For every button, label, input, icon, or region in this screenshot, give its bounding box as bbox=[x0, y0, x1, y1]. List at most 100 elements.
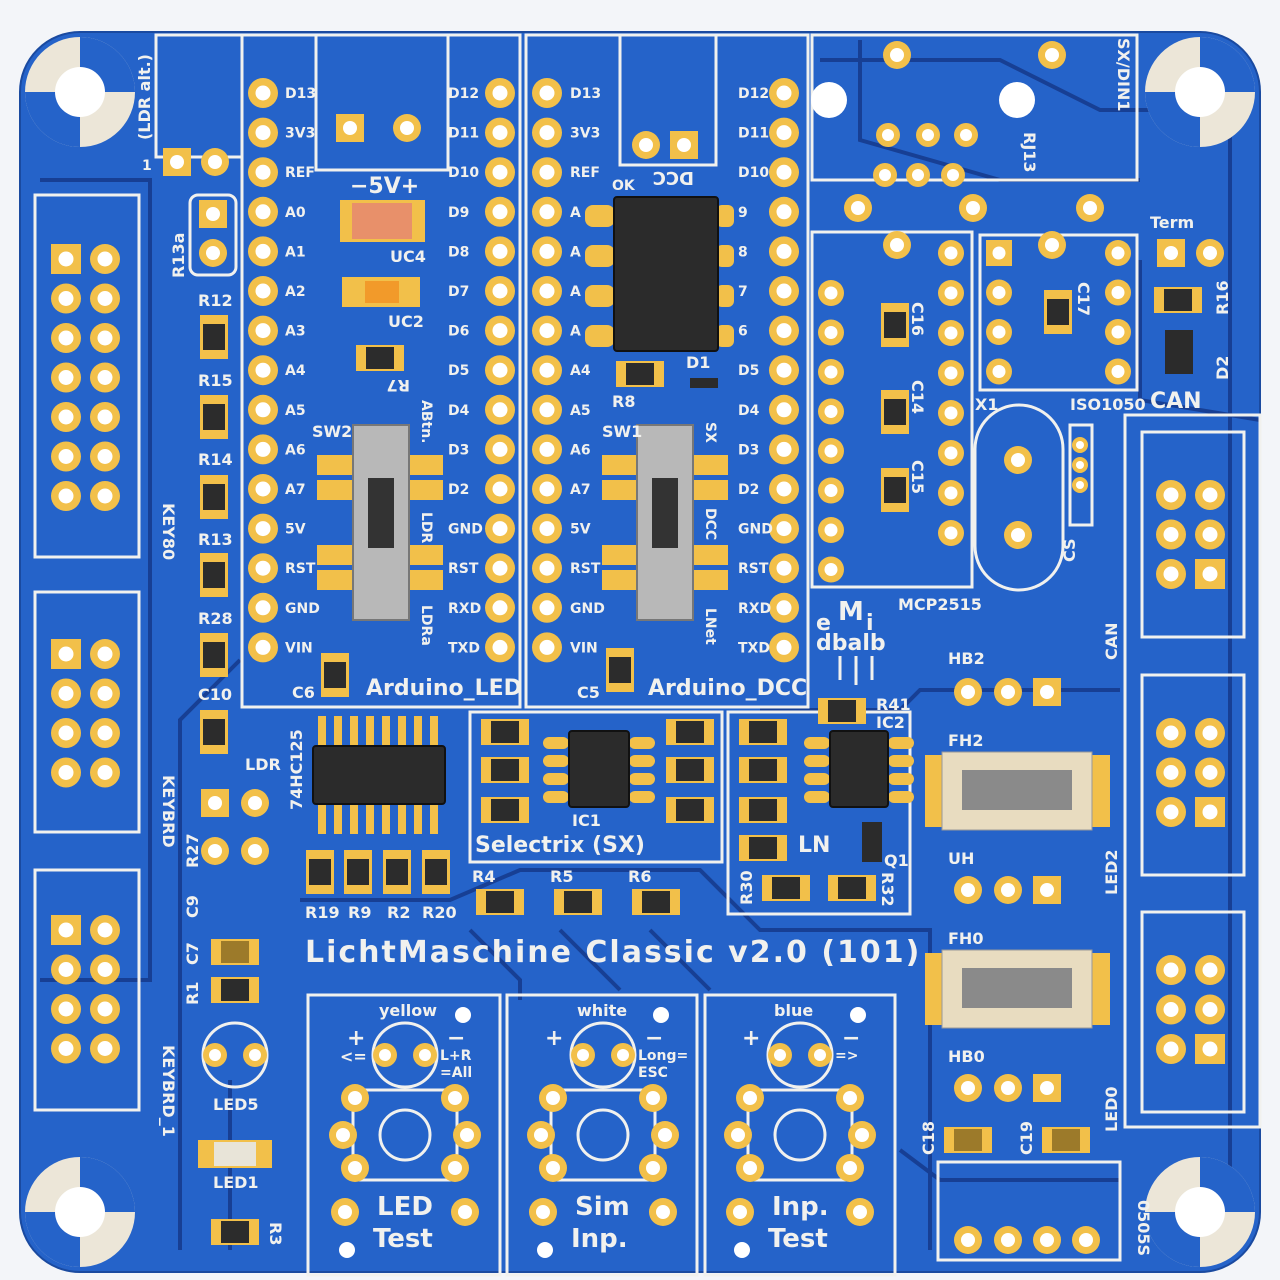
uh-label: UH bbox=[948, 849, 974, 868]
button-color-label: yellow bbox=[379, 1001, 437, 1020]
drill-hole bbox=[97, 1041, 113, 1056]
drill-hole bbox=[1163, 1041, 1179, 1057]
fuse-fh0 bbox=[925, 949, 1110, 1029]
drill-hole bbox=[97, 922, 113, 938]
drill-hole bbox=[458, 1205, 472, 1219]
drill-hole bbox=[348, 1161, 362, 1175]
drill-hole bbox=[58, 646, 74, 662]
drill-hole bbox=[492, 560, 508, 576]
push-button-blue[interactable]: blue+−=>Inp.Test bbox=[724, 1001, 876, 1258]
drill-hole bbox=[922, 129, 934, 141]
pin-label: D12 bbox=[738, 86, 769, 102]
drill-hole bbox=[776, 323, 792, 339]
ic-lead bbox=[382, 804, 390, 834]
drill-hole bbox=[58, 488, 74, 504]
pin-label: TXD bbox=[448, 640, 480, 656]
drill-hole bbox=[944, 406, 958, 420]
drill-hole bbox=[944, 366, 958, 380]
sw2-label: SW2 bbox=[312, 422, 352, 441]
drill-hole bbox=[492, 85, 508, 101]
pin-label: D10 bbox=[738, 165, 769, 181]
drill-hole bbox=[539, 85, 555, 101]
drill-hole bbox=[743, 1091, 757, 1105]
ic-lead bbox=[585, 285, 615, 307]
drill-hole bbox=[776, 441, 792, 457]
sw2-knob[interactable] bbox=[368, 478, 394, 548]
r16-label: R16 bbox=[1213, 280, 1232, 315]
rj-hole bbox=[811, 82, 847, 118]
drill-hole bbox=[824, 484, 838, 497]
ic-lead bbox=[414, 716, 422, 746]
ldr-alt-label: (LDR alt.) bbox=[135, 54, 154, 140]
5v-power-label: −5V+ bbox=[350, 174, 419, 199]
pin-label: A7 bbox=[285, 482, 306, 498]
ic-lead bbox=[543, 791, 569, 803]
c9-label: C9 bbox=[183, 895, 202, 918]
smd-resistor bbox=[491, 721, 519, 743]
drill-hole bbox=[255, 560, 271, 576]
pin-label: RXD bbox=[738, 601, 771, 617]
keybrd1-label: KEYBRD_1 bbox=[159, 1045, 178, 1137]
drill-hole bbox=[947, 169, 959, 181]
switch-lead bbox=[692, 480, 728, 500]
button-color-label: blue bbox=[774, 1001, 813, 1020]
drill-hole bbox=[677, 138, 691, 152]
drill-hole bbox=[58, 1041, 74, 1056]
drill-hole bbox=[1163, 527, 1179, 542]
drill-hole bbox=[97, 488, 113, 504]
ic-lead bbox=[382, 716, 390, 746]
drill-hole bbox=[492, 521, 508, 537]
drill-hole bbox=[206, 207, 220, 221]
button-right-label: Long= bbox=[638, 1048, 688, 1064]
smd-resistor bbox=[642, 891, 670, 913]
drill-hole bbox=[824, 523, 838, 537]
pin-label: RST bbox=[285, 561, 316, 577]
ic1-chip bbox=[568, 730, 630, 808]
ic-lead bbox=[629, 773, 655, 785]
pin-label: REF bbox=[570, 165, 600, 181]
drill-hole bbox=[379, 1049, 391, 1061]
switch-lead bbox=[407, 545, 443, 565]
switch-lead bbox=[692, 545, 728, 565]
pin-label: D5 bbox=[738, 363, 759, 379]
ic-lead bbox=[585, 205, 615, 227]
sw1-knob[interactable] bbox=[652, 478, 678, 548]
led0-label: LED0 bbox=[1102, 1086, 1121, 1132]
0505s-label: 0505S bbox=[1134, 1200, 1153, 1256]
pin-label: REF bbox=[285, 165, 315, 181]
drill-hole bbox=[539, 521, 555, 537]
drill-hole bbox=[539, 204, 555, 220]
via-hole bbox=[537, 1242, 553, 1258]
switch-lead bbox=[602, 570, 638, 590]
drill-hole bbox=[539, 639, 555, 655]
drill-hole bbox=[97, 725, 113, 741]
drill-hole bbox=[492, 481, 508, 497]
d2-label: D2 bbox=[1213, 356, 1232, 380]
c16-label: C16 bbox=[908, 302, 927, 336]
button-label-line1: Sim bbox=[575, 1192, 630, 1222]
ok-label: OK bbox=[612, 178, 636, 194]
led1-body bbox=[214, 1142, 256, 1166]
drill-hole bbox=[539, 402, 555, 418]
smd-resistor bbox=[425, 859, 447, 885]
drill-hole bbox=[539, 362, 555, 378]
led-plus-label: + bbox=[347, 1026, 365, 1051]
drill-hole bbox=[58, 725, 74, 741]
drill-hole bbox=[1202, 962, 1218, 978]
sx-switch-label: SX bbox=[702, 422, 718, 443]
drill-hole bbox=[248, 844, 262, 858]
drill-hole bbox=[992, 286, 1006, 299]
drill-hole bbox=[776, 125, 792, 141]
drill-hole bbox=[209, 1049, 221, 1061]
pin-label: A5 bbox=[285, 403, 306, 419]
drill-hole bbox=[776, 204, 792, 220]
cs-jumper-outline bbox=[1068, 423, 1094, 527]
drill-hole bbox=[1040, 685, 1054, 699]
fuse-fh2 bbox=[925, 751, 1110, 831]
drill-hole bbox=[944, 246, 958, 260]
smd-resistor bbox=[1164, 289, 1192, 311]
drill-hole bbox=[1163, 962, 1179, 978]
drill-hole bbox=[97, 291, 113, 306]
